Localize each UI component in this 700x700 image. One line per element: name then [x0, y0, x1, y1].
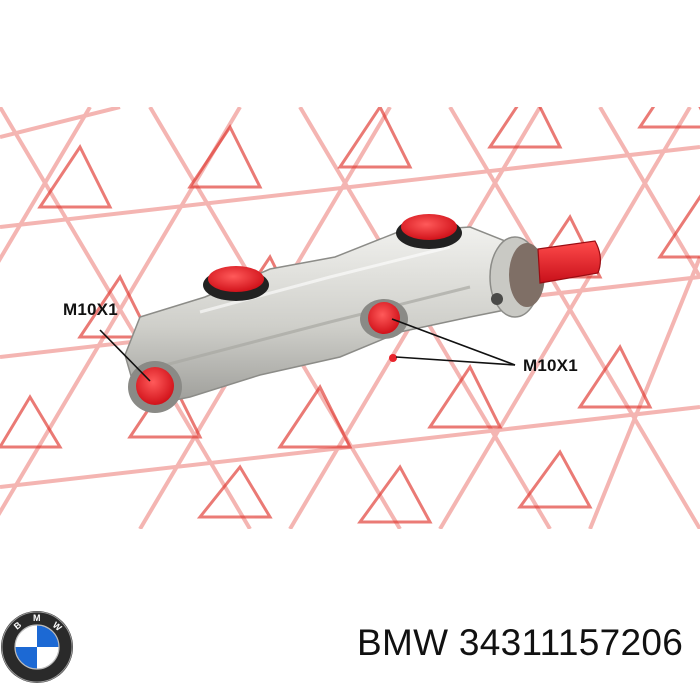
bmw-logo: B M W [0, 610, 74, 684]
svg-text:B: B [12, 619, 24, 631]
part-number: 34311157206 [458, 622, 684, 663]
callout-leader-lines [99, 318, 516, 382]
svg-text:M: M [33, 613, 41, 623]
callout-left-port-thread: M10X1 [63, 300, 118, 319]
callout-right-port-thread: M10X1 [523, 356, 578, 375]
product-photo [0, 107, 700, 529]
part-caption: BMW 34311157206 [357, 622, 683, 664]
master-cylinder [124, 214, 601, 413]
brand-name: BMW [357, 622, 449, 663]
